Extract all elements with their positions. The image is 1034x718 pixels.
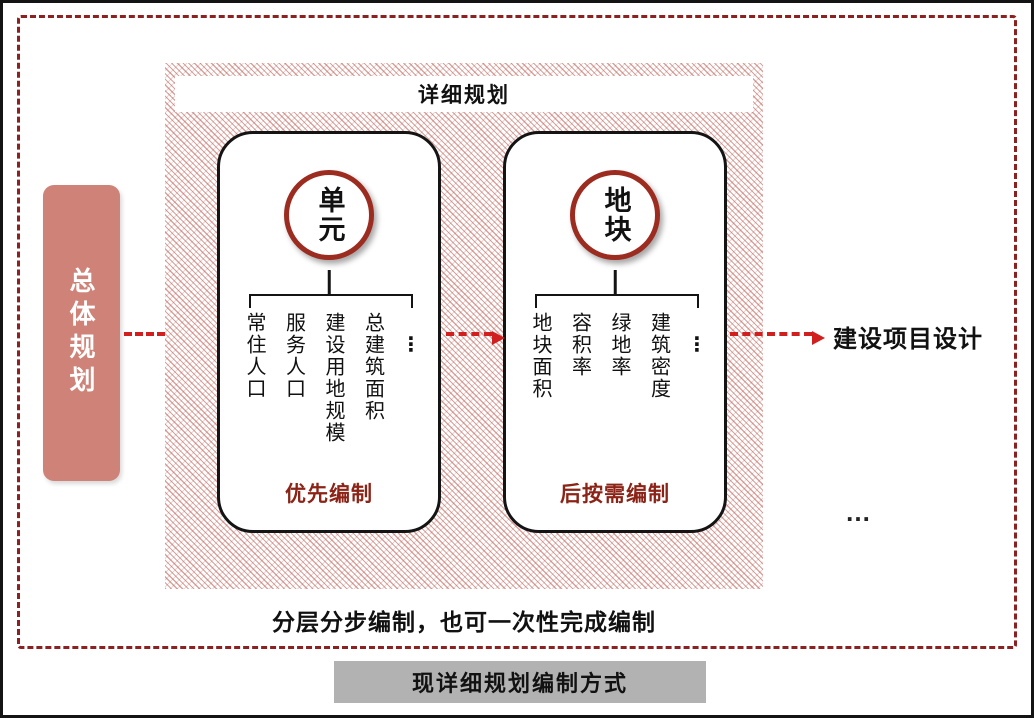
plot-items: 地块面积 容积率 绿地率 建筑密度 ⋮ [529, 312, 707, 400]
dashed-border-frame [17, 15, 1017, 649]
detailed-planning-title: 详细规划 [175, 76, 753, 112]
more-ellipsis: … [845, 497, 871, 527]
bracket [249, 294, 413, 308]
plot-item: 地块面积 [529, 312, 551, 400]
footer-title-bar: 现详细规划编制方式 [334, 661, 706, 703]
connector-stem [327, 270, 331, 294]
overall-planning-box: 总体规划 [43, 185, 120, 481]
unit-item: 建设用地规模 [322, 312, 344, 444]
arrow-right-icon [730, 331, 825, 345]
connector-stem [613, 270, 617, 294]
ellipsis-icon: ⋮ [687, 334, 707, 356]
project-design-label: 建设项目设计 [833, 326, 983, 353]
unit-item: 总建筑面积 [361, 312, 384, 422]
caption-text: 分层分步编制，也可一次性完成编制 [272, 609, 656, 635]
bracket [535, 294, 699, 308]
plot-box: 地块 地块面积 容积率 绿地率 建筑密度 ⋮ 后按需编制 [503, 131, 727, 533]
unit-footer-label: 优先编制 [285, 483, 373, 506]
ellipsis-icon: ⋮ [401, 334, 421, 356]
unit-item: 服务人口 [282, 312, 305, 400]
unit-circle-label: 单元 [314, 186, 345, 244]
unit-circle: 单元 [284, 170, 374, 260]
plot-item: 建筑密度 [647, 312, 670, 400]
unit-box: 单元 常住人口 服务人口 建设用地规模 总建筑面积 ⋮ 优先编制 [217, 131, 441, 533]
detailed-planning-box: 详细规划 单元 常住人口 服务人口 建设用地规模 总建筑面积 ⋮ 优先编制 地块 [165, 63, 763, 589]
plot-footer-label: 后按需编制 [560, 483, 670, 506]
plot-circle: 地块 [570, 170, 660, 260]
plot-item: 绿地率 [608, 312, 630, 378]
plot-circle-label: 地块 [600, 186, 631, 244]
plot-item: 容积率 [568, 312, 591, 378]
footer-title-label: 现详细规划编制方式 [411, 671, 628, 696]
unit-item: 常住人口 [243, 312, 265, 400]
arrow-right-icon [446, 331, 505, 345]
unit-items: 常住人口 服务人口 建设用地规模 总建筑面积 ⋮ [243, 312, 421, 444]
overall-planning-label: 总体规划 [66, 267, 96, 399]
